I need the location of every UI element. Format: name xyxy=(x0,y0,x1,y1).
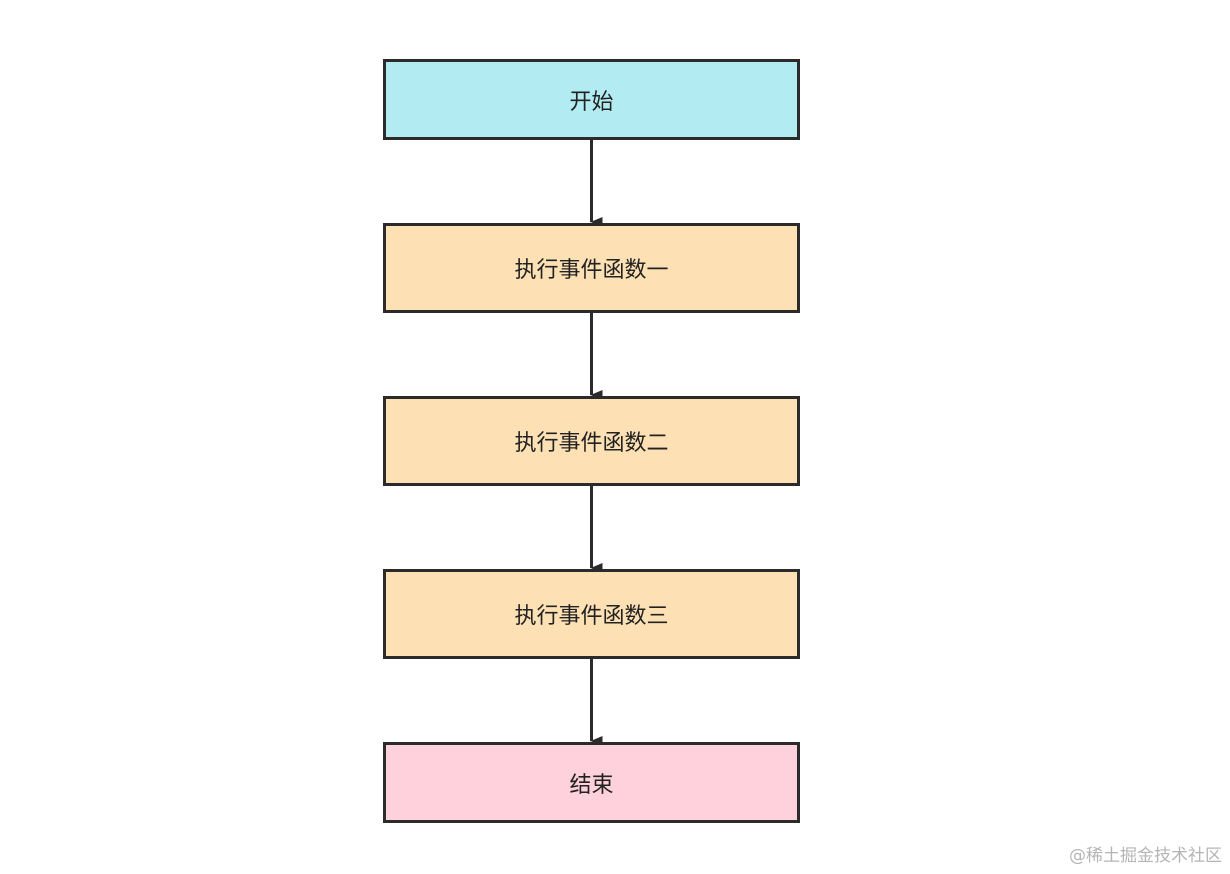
end-node-label: 结束 xyxy=(569,772,614,798)
end-node: 结束 xyxy=(383,742,800,823)
watermark: @稀土掘金技术社区 xyxy=(1069,846,1222,866)
start-node: 开始 xyxy=(383,59,800,140)
step-two-node: 执行事件函数二 xyxy=(383,396,800,486)
start-node-label: 开始 xyxy=(569,89,614,115)
step-one-node: 执行事件函数一 xyxy=(383,223,800,313)
step-three-node-label: 执行事件函数三 xyxy=(514,604,669,629)
step-one-node-label: 执行事件函数一 xyxy=(514,258,669,283)
step-three-node: 执行事件函数三 xyxy=(383,569,800,659)
step-two-node-label: 执行事件函数二 xyxy=(514,431,669,456)
